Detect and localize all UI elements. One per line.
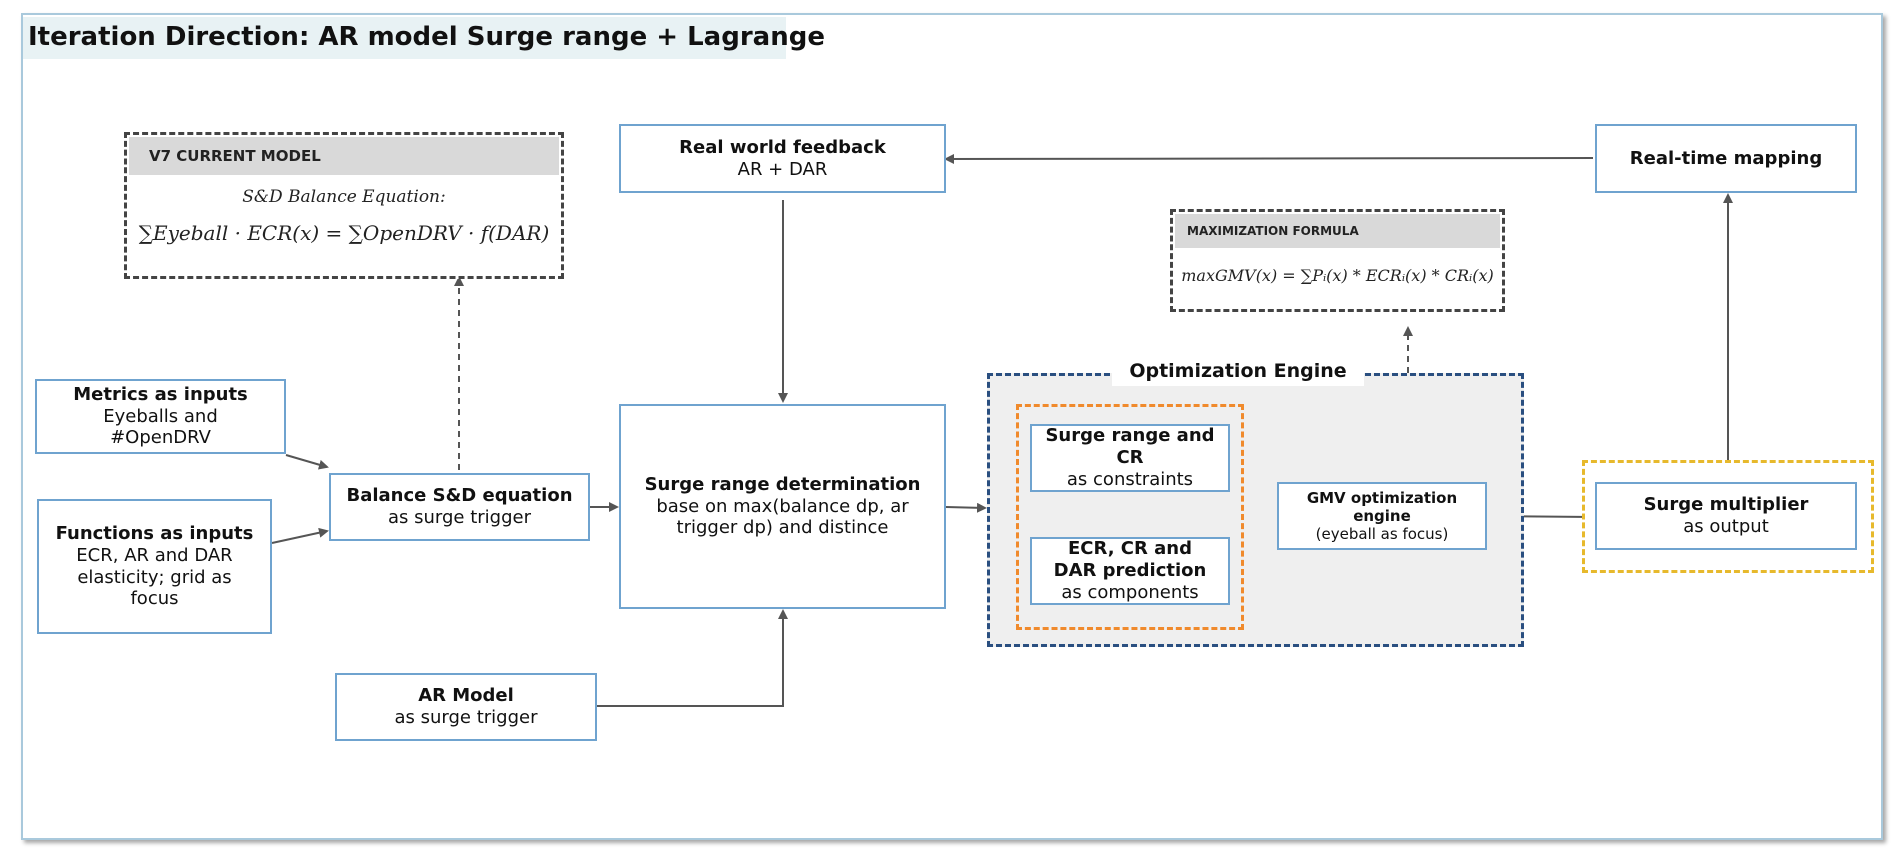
balance-sd-equation-box: Balance S&D equation as surge trigger [329, 473, 590, 541]
ecr-cr-dar-subtitle: as components [1061, 581, 1199, 603]
gmv-title2: engine [1353, 506, 1411, 525]
ar-model-title: AR Model [418, 685, 514, 707]
real-time-mapping-box: Real-time mapping [1595, 124, 1857, 193]
gmv-optimization-engine-box: GMV optimization engine (eyeball as focu… [1277, 482, 1487, 550]
functions-inputs-box: Functions as inputs ECR, AR and DAR elas… [37, 499, 272, 634]
gmv-title1: GMV optimization [1306, 488, 1458, 507]
arrow-mapping-to-feedback [944, 153, 1594, 164]
balance-sd-subtitle: as surge trigger [387, 507, 531, 528]
ar-model-subtitle: as surge trigger [394, 707, 538, 728]
real-world-feedback-subtitle: AR + DAR [737, 158, 828, 180]
surge-multiplier-subtitle: as output [1683, 516, 1769, 537]
constraints-group [1016, 404, 1244, 630]
metrics-inputs-title: Metrics as inputs [73, 383, 248, 405]
v7-model-equation: ∑Eyeball · ECR(x) = ∑OpenDRV · f(DAR) [138, 221, 550, 245]
functions-inputs-line1: ECR, AR and DAR [76, 544, 233, 566]
page-title: Iteration Direction: AR model Surge rang… [28, 22, 825, 52]
gmv-subtitle: (eyeball as focus) [1315, 525, 1449, 544]
functions-inputs-line3: focus [130, 588, 179, 610]
real-time-mapping-title: Real-time mapping [1629, 147, 1823, 169]
real-world-feedback-box: Real world feedback AR + DAR [619, 124, 946, 193]
surge-range-line1: base on max(balance dp, ar [656, 495, 909, 517]
v7-model-caption: S&D Balance Equation: [242, 187, 446, 207]
surge-range-cr-subtitle: as constraints [1066, 468, 1194, 490]
title-band [23, 17, 786, 59]
maximization-formula-panel: MAXIMIZATION FORMULA maxGMV(x) = ∑Pᵢ(x) … [1170, 209, 1505, 312]
maximization-equation: maxGMV(x) = ∑Pᵢ(x) * ECRᵢ(x) * CRᵢ(x) [1181, 266, 1494, 285]
metrics-inputs-box: Metrics as inputs Eyeballs and #OpenDRV [35, 379, 286, 454]
surge-range-cr-box: Surge range and CR as constraints [1030, 424, 1230, 492]
real-world-feedback-title: Real world feedback [679, 136, 886, 158]
ecr-cr-dar-box: ECR, CR and DAR prediction as components [1030, 537, 1230, 605]
ar-model-box: AR Model as surge trigger [335, 673, 597, 741]
surge-range-cr-title1: Surge range and [1045, 425, 1215, 447]
surge-range-determination-box: Surge range determination base on max(ba… [619, 404, 946, 609]
arrow-surge-range-to-engine [945, 502, 987, 513]
arrow-ar-model-to-surge-range [597, 609, 788, 707]
surge-range-line2: trigger dp) and distince [676, 517, 889, 539]
optimization-engine-label: Optimization Engine [1112, 356, 1364, 386]
surge-range-title: Surge range determination [644, 473, 921, 495]
v7-current-model-panel: V7 CURRENT MODEL S&D Balance Equation: ∑… [124, 132, 564, 279]
surge-multiplier-box: Surge multiplier as output [1595, 482, 1857, 550]
v7-model-header: V7 CURRENT MODEL [129, 137, 559, 175]
metrics-inputs-line2: #OpenDRV [110, 427, 211, 449]
surge-range-cr-title2: CR [1116, 447, 1144, 469]
functions-inputs-title: Functions as inputs [55, 522, 254, 544]
balance-sd-title: Balance S&D equation [346, 485, 573, 507]
arrow-functions-to-balance [271, 527, 329, 544]
surge-multiplier-title: Surge multiplier [1643, 494, 1809, 516]
maximization-header: MAXIMIZATION FORMULA [1175, 214, 1500, 248]
functions-inputs-line2: elasticity; grid as [77, 566, 232, 588]
ecr-cr-dar-title1: ECR, CR and [1068, 538, 1192, 560]
metrics-inputs-line1: Eyeballs and [103, 405, 218, 427]
ecr-cr-dar-title2: DAR prediction [1053, 560, 1207, 582]
arrow-metrics-to-balance [285, 454, 329, 470]
